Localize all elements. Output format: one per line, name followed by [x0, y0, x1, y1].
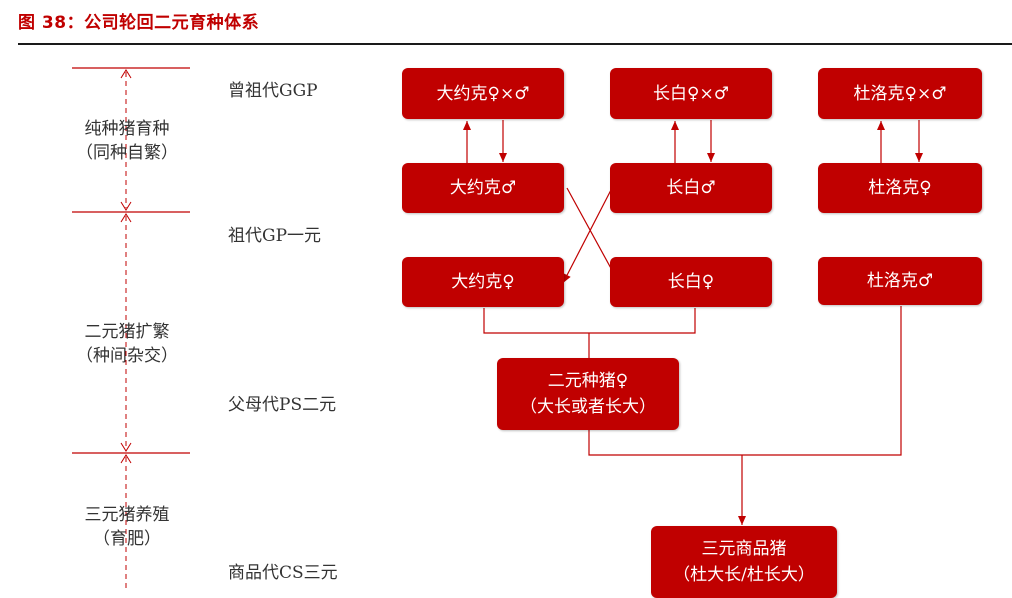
box-ggp-duroc: 杜洛克♀×♂	[818, 68, 982, 119]
box-gp-landrace-female: 长白♀	[610, 257, 772, 307]
box-gp-yorkshire-male: 大约克♂	[402, 163, 564, 213]
box-gp-landrace-male: 长白♂	[610, 163, 772, 213]
generation-label-gp: 祖代GP一元	[228, 226, 322, 246]
box-ps-line1: 二元种猪♀	[547, 371, 629, 391]
stage-label-three-way-line1: 三元猪养殖	[84, 505, 170, 525]
arrow-cross-landrace-to-yorkshire	[562, 187, 613, 284]
figure-title: 图 38：公司轮回二元育种体系	[18, 13, 260, 33]
stage-label-purebred-line1: 纯种猪育种	[84, 119, 170, 139]
stage-label-three-way-line2: （育肥）	[93, 529, 161, 549]
box-cs-line2: （杜大长/杜长大）	[673, 565, 815, 585]
generation-label-ggp: 曾祖代GGP	[228, 81, 318, 101]
box-cs-three-way-pig: 三元商品猪 （杜大长/杜长大）	[651, 526, 837, 598]
line-gp-females-to-ps	[483, 308, 696, 334]
stage-label-two-way-line1: 二元猪扩繁	[84, 322, 170, 342]
stage-span-1-top-arrow	[120, 69, 132, 79]
box-ggp-yorkshire: 大约克♀×♂	[402, 68, 564, 119]
generation-label-ps: 父母代PS二元	[228, 395, 337, 415]
stage-label-three-way: 三元猪养殖 （育肥）	[60, 503, 194, 551]
box-gp-duroc-female: 杜洛克♀	[818, 163, 982, 213]
stage-label-two-way-line2: （种间杂交）	[76, 346, 178, 366]
stage-span-1-bottom-arrow	[120, 201, 132, 211]
box-ps-two-way-sow: 二元种猪♀ （大长或者长大）	[497, 358, 679, 430]
stage-label-purebred: 纯种猪育种 （同种自繁）	[60, 117, 194, 165]
line-ps-and-duroc-to-cs	[588, 306, 902, 456]
title-divider	[18, 43, 1012, 45]
box-gp-yorkshire-female: 大约克♀	[402, 257, 564, 307]
stage-label-purebred-line2: （同种自繁）	[76, 143, 178, 163]
box-ps-line2: （大长或者长大）	[520, 397, 656, 417]
stage-span-3-top-arrow	[120, 454, 132, 464]
box-gp-duroc-male: 杜洛克♂	[818, 257, 982, 305]
stage-span-2-top-arrow	[120, 213, 132, 223]
box-cs-line1: 三元商品猪	[701, 539, 787, 559]
generation-label-cs: 商品代CS三元	[228, 563, 338, 583]
stage-span-2-bottom-arrow	[120, 442, 132, 452]
stage-label-two-way: 二元猪扩繁 （种间杂交）	[60, 320, 194, 368]
box-ggp-landrace: 长白♀×♂	[610, 68, 772, 119]
